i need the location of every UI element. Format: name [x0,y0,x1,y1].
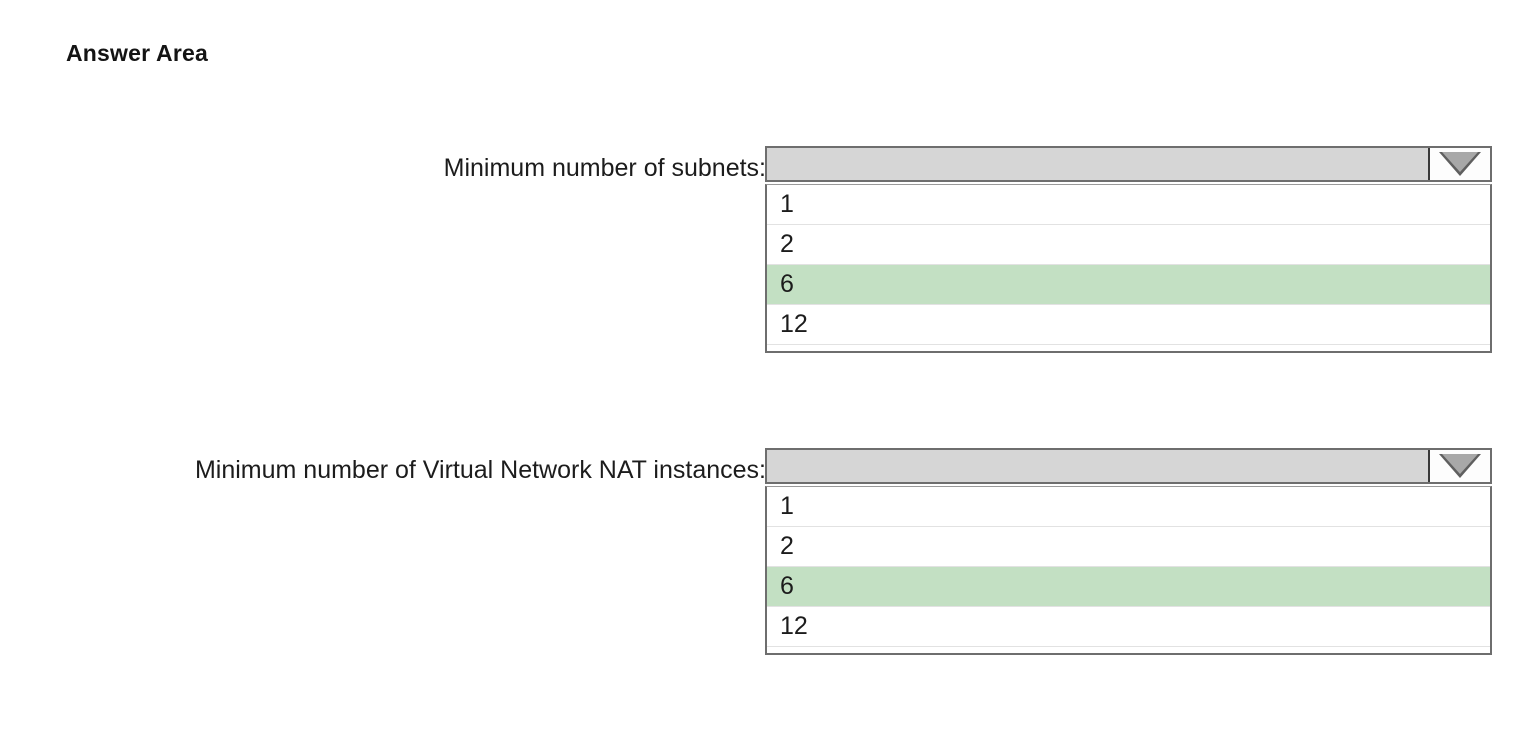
dropdown-subnets-option-12[interactable]: 12 [767,305,1490,345]
dropdown-nat-instances-option-list: 1 2 6 12 [765,486,1492,655]
dropdown-nat-instances-toggle-button[interactable] [1428,450,1490,482]
chevron-down-icon [1439,152,1481,176]
chevron-down-icon [1439,454,1481,478]
dropdown-nat-instances-combobox[interactable] [765,448,1492,484]
dropdown-label-subnets: Minimum number of subnets: [443,154,766,182]
dropdown-subnets-option-2[interactable]: 2 [767,225,1490,265]
dropdown-nat-instances-option-1[interactable]: 1 [767,487,1490,527]
page-title: Answer Area [66,40,208,66]
dropdown-subnets-option-6[interactable]: 6 [767,265,1490,305]
dropdown-subnets-option-1[interactable]: 1 [767,185,1490,225]
dropdown-nat-instances: 1 2 6 12 [765,448,1492,655]
dropdown-nat-instances-option-12[interactable]: 12 [767,607,1490,647]
dropdown-subnets-combobox[interactable] [765,146,1492,182]
dropdown-subnets-toggle-button[interactable] [1428,148,1490,180]
dropdown-subnets: 1 2 6 12 [765,146,1492,353]
dropdown-subnets-option-list: 1 2 6 12 [765,184,1492,353]
dropdown-nat-instances-option-6[interactable]: 6 [767,567,1490,607]
dropdown-nat-instances-option-2[interactable]: 2 [767,527,1490,567]
dropdown-label-nat-instances: Minimum number of Virtual Network NAT in… [194,456,766,484]
